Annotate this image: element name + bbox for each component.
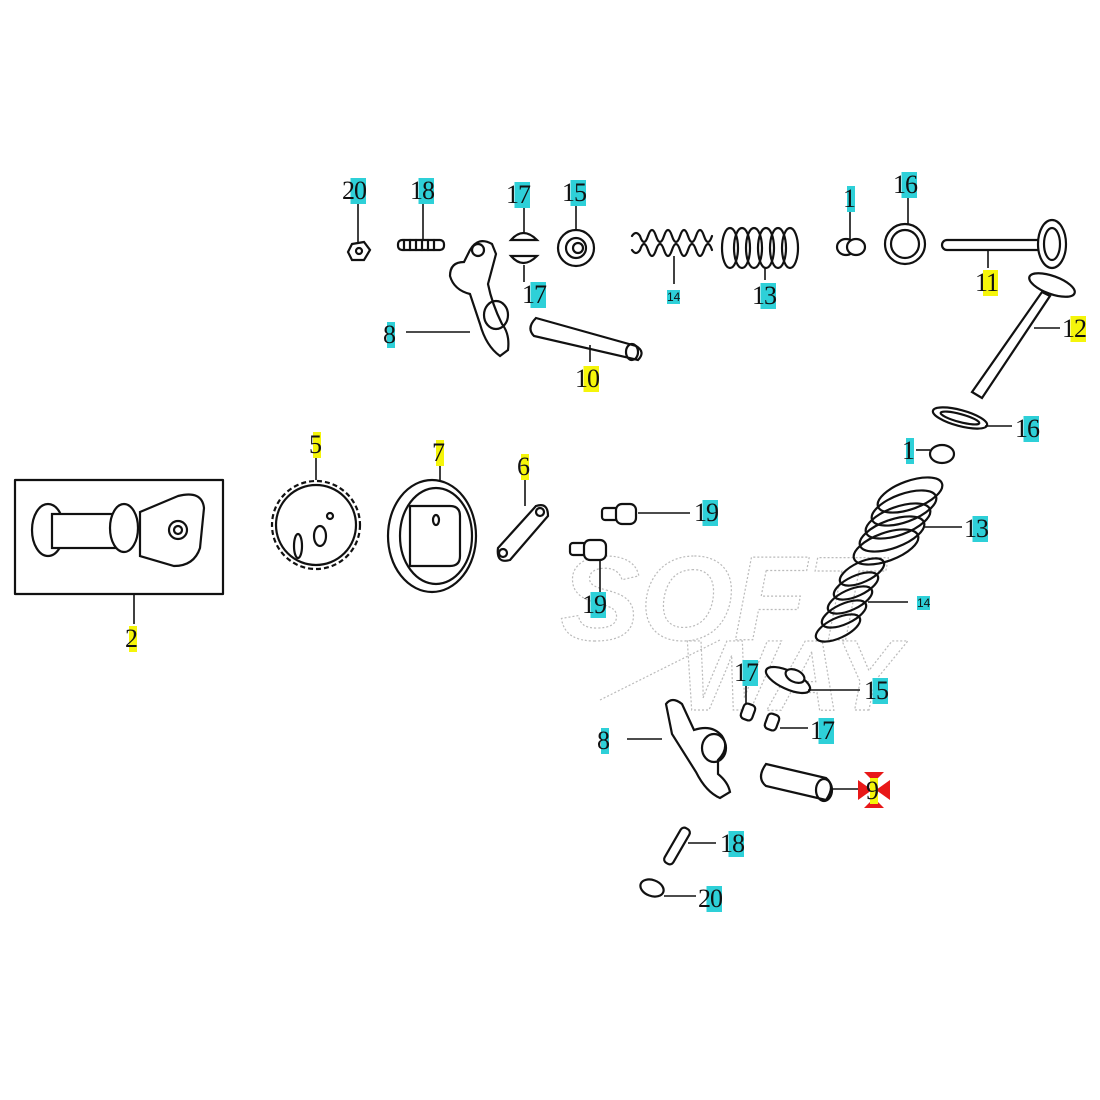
callout-17-top-lower[interactable]: 17 — [522, 280, 547, 309]
callout-label[interactable]: 13 — [964, 514, 989, 543]
inner-spring-icon[interactable] — [630, 228, 714, 258]
callout-2[interactable]: 2 — [125, 624, 138, 653]
callout-18-bottom[interactable]: 18 — [720, 829, 745, 858]
callout-label[interactable]: 20 — [698, 884, 723, 913]
inner-spring-lower-icon[interactable] — [812, 553, 888, 647]
callout-17-bottom-left[interactable]: 17 — [734, 658, 759, 687]
bolt-upper-icon[interactable] — [600, 502, 638, 526]
rocker-arm-lower-icon[interactable] — [664, 698, 732, 800]
spring-seat-washer-icon[interactable] — [883, 222, 927, 266]
callout-17-bottom-right[interactable]: 17 — [810, 716, 835, 745]
rocker-arm-icon[interactable] — [448, 239, 510, 358]
callout-label[interactable]: 18 — [410, 176, 435, 205]
callout-12[interactable]: 12 — [1062, 314, 1087, 343]
rocker-shaft-lower-icon[interactable] — [759, 762, 834, 803]
callout-17-top-upper[interactable]: 17 — [506, 180, 531, 209]
callout-label[interactable]: 17 — [506, 180, 531, 209]
callout-14-top[interactable]: 14 — [664, 290, 683, 304]
callout-label[interactable]: 7 — [432, 438, 445, 467]
callout-label[interactable]: 18 — [720, 829, 745, 858]
camshaft-assembly-box[interactable] — [13, 478, 225, 596]
callout-label[interactable]: 1 — [843, 184, 856, 213]
callout-5[interactable]: 5 — [309, 430, 322, 459]
callout-label[interactable]: 5 — [309, 430, 322, 459]
callout-8-bottom[interactable]: 8 — [597, 726, 610, 755]
callout-19-upper[interactable]: 19 — [694, 498, 719, 527]
nut-icon[interactable] — [346, 240, 372, 262]
cam-sprocket-icon[interactable] — [270, 479, 362, 571]
callout-label[interactable]: 6 — [517, 452, 530, 481]
callout-label[interactable]: 11 — [975, 268, 999, 297]
callout-19-lower[interactable]: 19 — [582, 590, 607, 619]
callout-label[interactable]: 14 — [667, 290, 681, 304]
rocker-shaft-icon[interactable] — [529, 316, 643, 362]
callout-label[interactable]: 8 — [383, 320, 396, 349]
callout-20-top[interactable]: 20 — [342, 176, 367, 205]
callout-14-mid[interactable]: 14 — [914, 596, 933, 610]
callout-label[interactable]: 14 — [917, 596, 931, 610]
callout-label[interactable]: 17 — [522, 280, 547, 309]
callout-label[interactable]: 15 — [562, 178, 587, 207]
callout-label[interactable]: 12 — [1062, 314, 1087, 343]
valve-cotter-left-icon[interactable] — [739, 702, 757, 722]
callout-13-mid[interactable]: 13 — [964, 514, 989, 543]
valve-cotter-right-icon[interactable] — [763, 712, 781, 732]
callout-7[interactable]: 7 — [432, 438, 445, 467]
bolt-lower-icon[interactable] — [568, 538, 608, 562]
outer-spring-icon[interactable] — [720, 226, 800, 270]
valve-stem-seal-icon[interactable] — [835, 237, 867, 257]
nut-lower-icon[interactable] — [638, 876, 666, 899]
callout-label[interactable]: 1 — [902, 436, 915, 465]
callout-1-mid[interactable]: 1 — [902, 436, 915, 465]
adjuster-screw-icon[interactable] — [396, 238, 446, 252]
intake-valve-icon[interactable] — [940, 218, 1068, 270]
callout-6[interactable]: 6 — [517, 452, 530, 481]
outer-spring-lower-icon[interactable] — [849, 470, 946, 572]
callout-label[interactable]: 8 — [597, 726, 610, 755]
callout-label[interactable]: 16 — [1015, 414, 1040, 443]
callout-18-top[interactable]: 18 — [410, 176, 435, 205]
callout-16-mid[interactable]: 16 — [1015, 414, 1040, 443]
callout-16-top[interactable]: 16 — [893, 170, 918, 199]
valve-stem-seal-lower-icon[interactable] — [928, 443, 956, 465]
callout-label[interactable]: 19 — [582, 590, 607, 619]
callout-8-top[interactable]: 8 — [383, 320, 396, 349]
adjuster-screw-lower-icon[interactable] — [663, 826, 692, 866]
spring-retainer-icon[interactable] — [556, 228, 596, 268]
sprocket-plate-icon[interactable] — [496, 504, 550, 562]
callout-label[interactable]: 20 — [342, 176, 367, 205]
spring-retainer-lower-icon[interactable] — [762, 662, 813, 699]
callout-20-bottom[interactable]: 20 — [698, 884, 723, 913]
callout-1-top[interactable]: 1 — [843, 184, 856, 213]
callout-label[interactable]: 17 — [734, 658, 759, 687]
callout-15-top[interactable]: 15 — [562, 178, 587, 207]
callout-label[interactable]: 16 — [893, 170, 918, 199]
callout-label[interactable]: 15 — [864, 676, 889, 705]
callout-label[interactable]: 17 — [810, 716, 835, 745]
decompressor-icon[interactable] — [386, 478, 478, 594]
callout-label[interactable]: 9 — [866, 776, 879, 805]
callout-label[interactable]: 2 — [125, 624, 138, 653]
callout-13-top[interactable]: 13 — [752, 281, 777, 310]
callout-15-bottom[interactable]: 15 — [864, 676, 889, 705]
callout-label[interactable]: 10 — [575, 364, 600, 393]
valve-cotter-upper-icon[interactable] — [508, 231, 540, 265]
spring-seat-washer-lower-icon[interactable] — [931, 403, 989, 433]
callout-label[interactable]: 13 — [752, 281, 777, 310]
callout-9-selected[interactable]: 9 — [866, 776, 879, 805]
callout-10[interactable]: 10 — [575, 364, 600, 393]
callout-label[interactable]: 19 — [694, 498, 719, 527]
callout-11[interactable]: 11 — [975, 268, 999, 297]
exhaust-valve-icon[interactable] — [970, 268, 1078, 400]
